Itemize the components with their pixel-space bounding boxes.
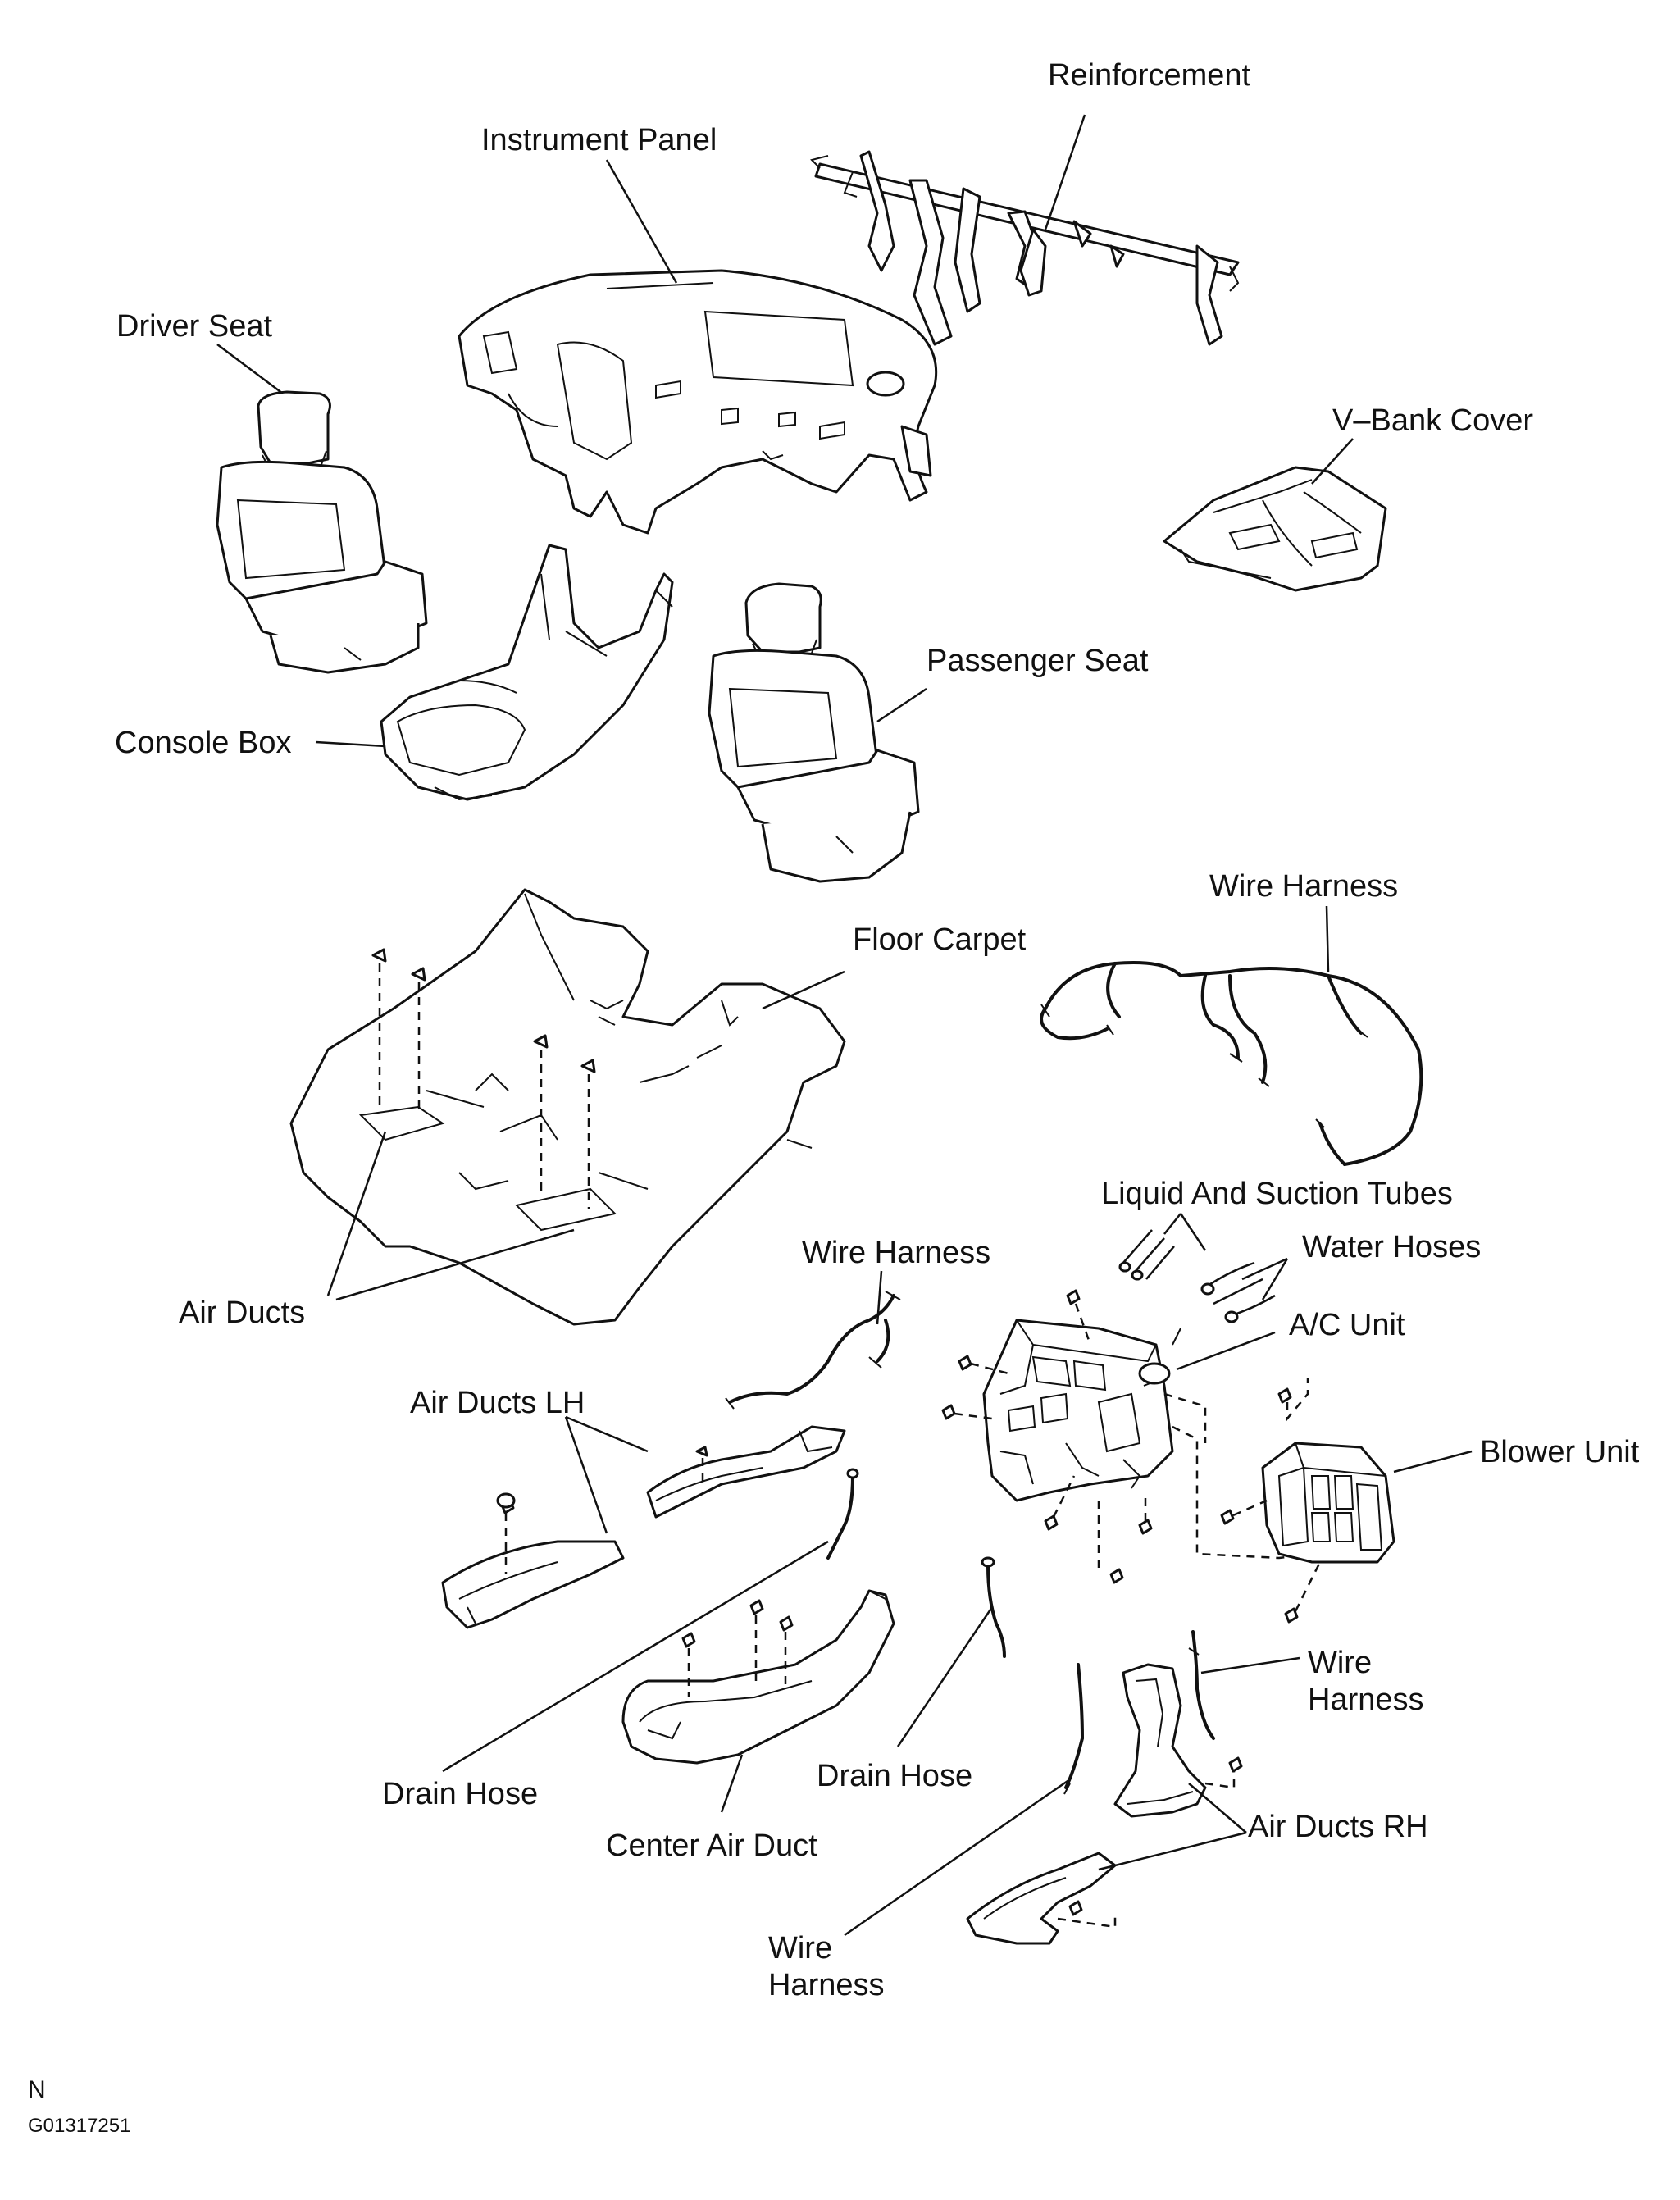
wire-harness-top-leader <box>1325 905 1330 972</box>
instrument-panel-part <box>458 269 938 535</box>
v-bank-cover-part <box>1163 466 1387 592</box>
passenger-seat-part <box>708 582 920 883</box>
wire-harness-right-label-1: Wire <box>1308 1646 1372 1680</box>
drain-hose-left-leader <box>442 1540 829 1773</box>
water-hoses-label: Water Hoses <box>1302 1230 1481 1264</box>
instrument-panel-leader <box>605 159 678 284</box>
drain-hose-left-label: Drain Hose <box>382 1777 538 1811</box>
center-air-duct-leader <box>720 1754 744 1813</box>
water-hoses-part <box>1200 1261 1276 1323</box>
ac-unit-leader <box>1176 1331 1276 1371</box>
wire-harness-right-leader <box>1200 1656 1300 1674</box>
reinforcement-part <box>810 150 1240 346</box>
air-ducts-lh-label: Air Ducts LH <box>410 1386 585 1420</box>
v-bank-cover-leader <box>1311 438 1354 485</box>
figure-id: G01317251 <box>28 2115 130 2137</box>
drain-hose-left-part <box>826 1468 859 1560</box>
air-ducts-lh-part <box>441 1425 846 1629</box>
wire-harness-mid-leader <box>876 1270 883 1325</box>
drain-hose-mid-part <box>981 1556 1006 1658</box>
wire-harness-top-label: Wire Harness <box>1209 869 1398 904</box>
console-box-label: Console Box <box>115 726 291 760</box>
liquid-suction-tubes-leader-1 <box>1163 1213 1181 1235</box>
reinforcement-label: Reinforcement <box>1048 58 1251 93</box>
air-ducts-rh-leader-1 <box>1188 1783 1247 1833</box>
air-ducts-leader-2 <box>335 1228 575 1301</box>
driver-seat-part <box>216 390 428 674</box>
wire-harness-bottom-part <box>1063 1663 1085 1795</box>
driver-seat-leader <box>216 344 284 394</box>
air-ducts-rh-leader-2 <box>1098 1831 1247 1871</box>
air-ducts-leader-1 <box>326 1131 387 1296</box>
reinforcement-leader <box>1044 114 1086 230</box>
air-ducts-lh-leader-1 <box>565 1415 649 1453</box>
wire-harness-bottom-label-1: Wire <box>768 1931 832 1965</box>
console-box-leader <box>315 740 386 748</box>
drain-hose-mid-leader <box>896 1606 994 1747</box>
driver-seat-label: Driver Seat <box>116 309 272 344</box>
liquid-suction-tubes-part <box>1118 1229 1175 1281</box>
liquid-suction-tubes-leader-2 <box>1179 1213 1207 1251</box>
drain-hose-mid-label: Drain Hose <box>817 1759 972 1793</box>
air-ducts-rh-label: Air Ducts RH <box>1248 1810 1428 1844</box>
air-ducts-lh-leader-2 <box>564 1416 608 1534</box>
passenger-seat-label: Passenger Seat <box>927 644 1149 678</box>
instrument-panel-label: Instrument Panel <box>481 123 717 157</box>
passenger-seat-leader <box>876 687 927 723</box>
water-hoses-leader-1 <box>1241 1257 1288 1281</box>
carpet-clips <box>371 948 596 1209</box>
floor-carpet-label: Floor Carpet <box>853 922 1027 957</box>
ac-unit-fasteners <box>941 1289 1313 1584</box>
blower-unit-leader <box>1393 1450 1473 1473</box>
center-air-duct-part <box>621 1589 895 1765</box>
corner-letter: N <box>28 2076 46 2103</box>
wire-harness-bottom-label-2: Harness <box>768 1968 885 2002</box>
wire-harness-right-label-2: Harness <box>1308 1683 1424 1717</box>
wire-harness-mid-label: Wire Harness <box>802 1236 990 1270</box>
floor-carpet-part <box>289 888 846 1326</box>
air-ducts-label: Air Ducts <box>179 1296 305 1330</box>
wire-harness-right-part <box>1188 1630 1215 1740</box>
ac-unit-label: A/C Unit <box>1289 1308 1405 1342</box>
ac-unit-part <box>982 1319 1181 1502</box>
water-hoses-leader-2 <box>1261 1258 1289 1300</box>
air-ducts-rh-part <box>966 1663 1243 1945</box>
blower-unit-fasteners <box>1220 1378 1322 1624</box>
v-bank-cover-label: V–Bank Cover <box>1332 403 1533 438</box>
blower-unit-label: Blower Unit <box>1480 1435 1640 1469</box>
wire-harness-top-part <box>1040 961 1423 1166</box>
center-air-duct-label: Center Air Duct <box>606 1829 817 1863</box>
floor-carpet-leader <box>762 970 845 1010</box>
console-box-part <box>380 544 674 801</box>
blower-unit-part <box>1261 1442 1395 1564</box>
liquid-suction-tubes-label: Liquid And Suction Tubes <box>1101 1177 1453 1211</box>
wire-harness-mid-part <box>725 1291 901 1410</box>
wire-harness-bottom-leader <box>844 1778 1071 1937</box>
